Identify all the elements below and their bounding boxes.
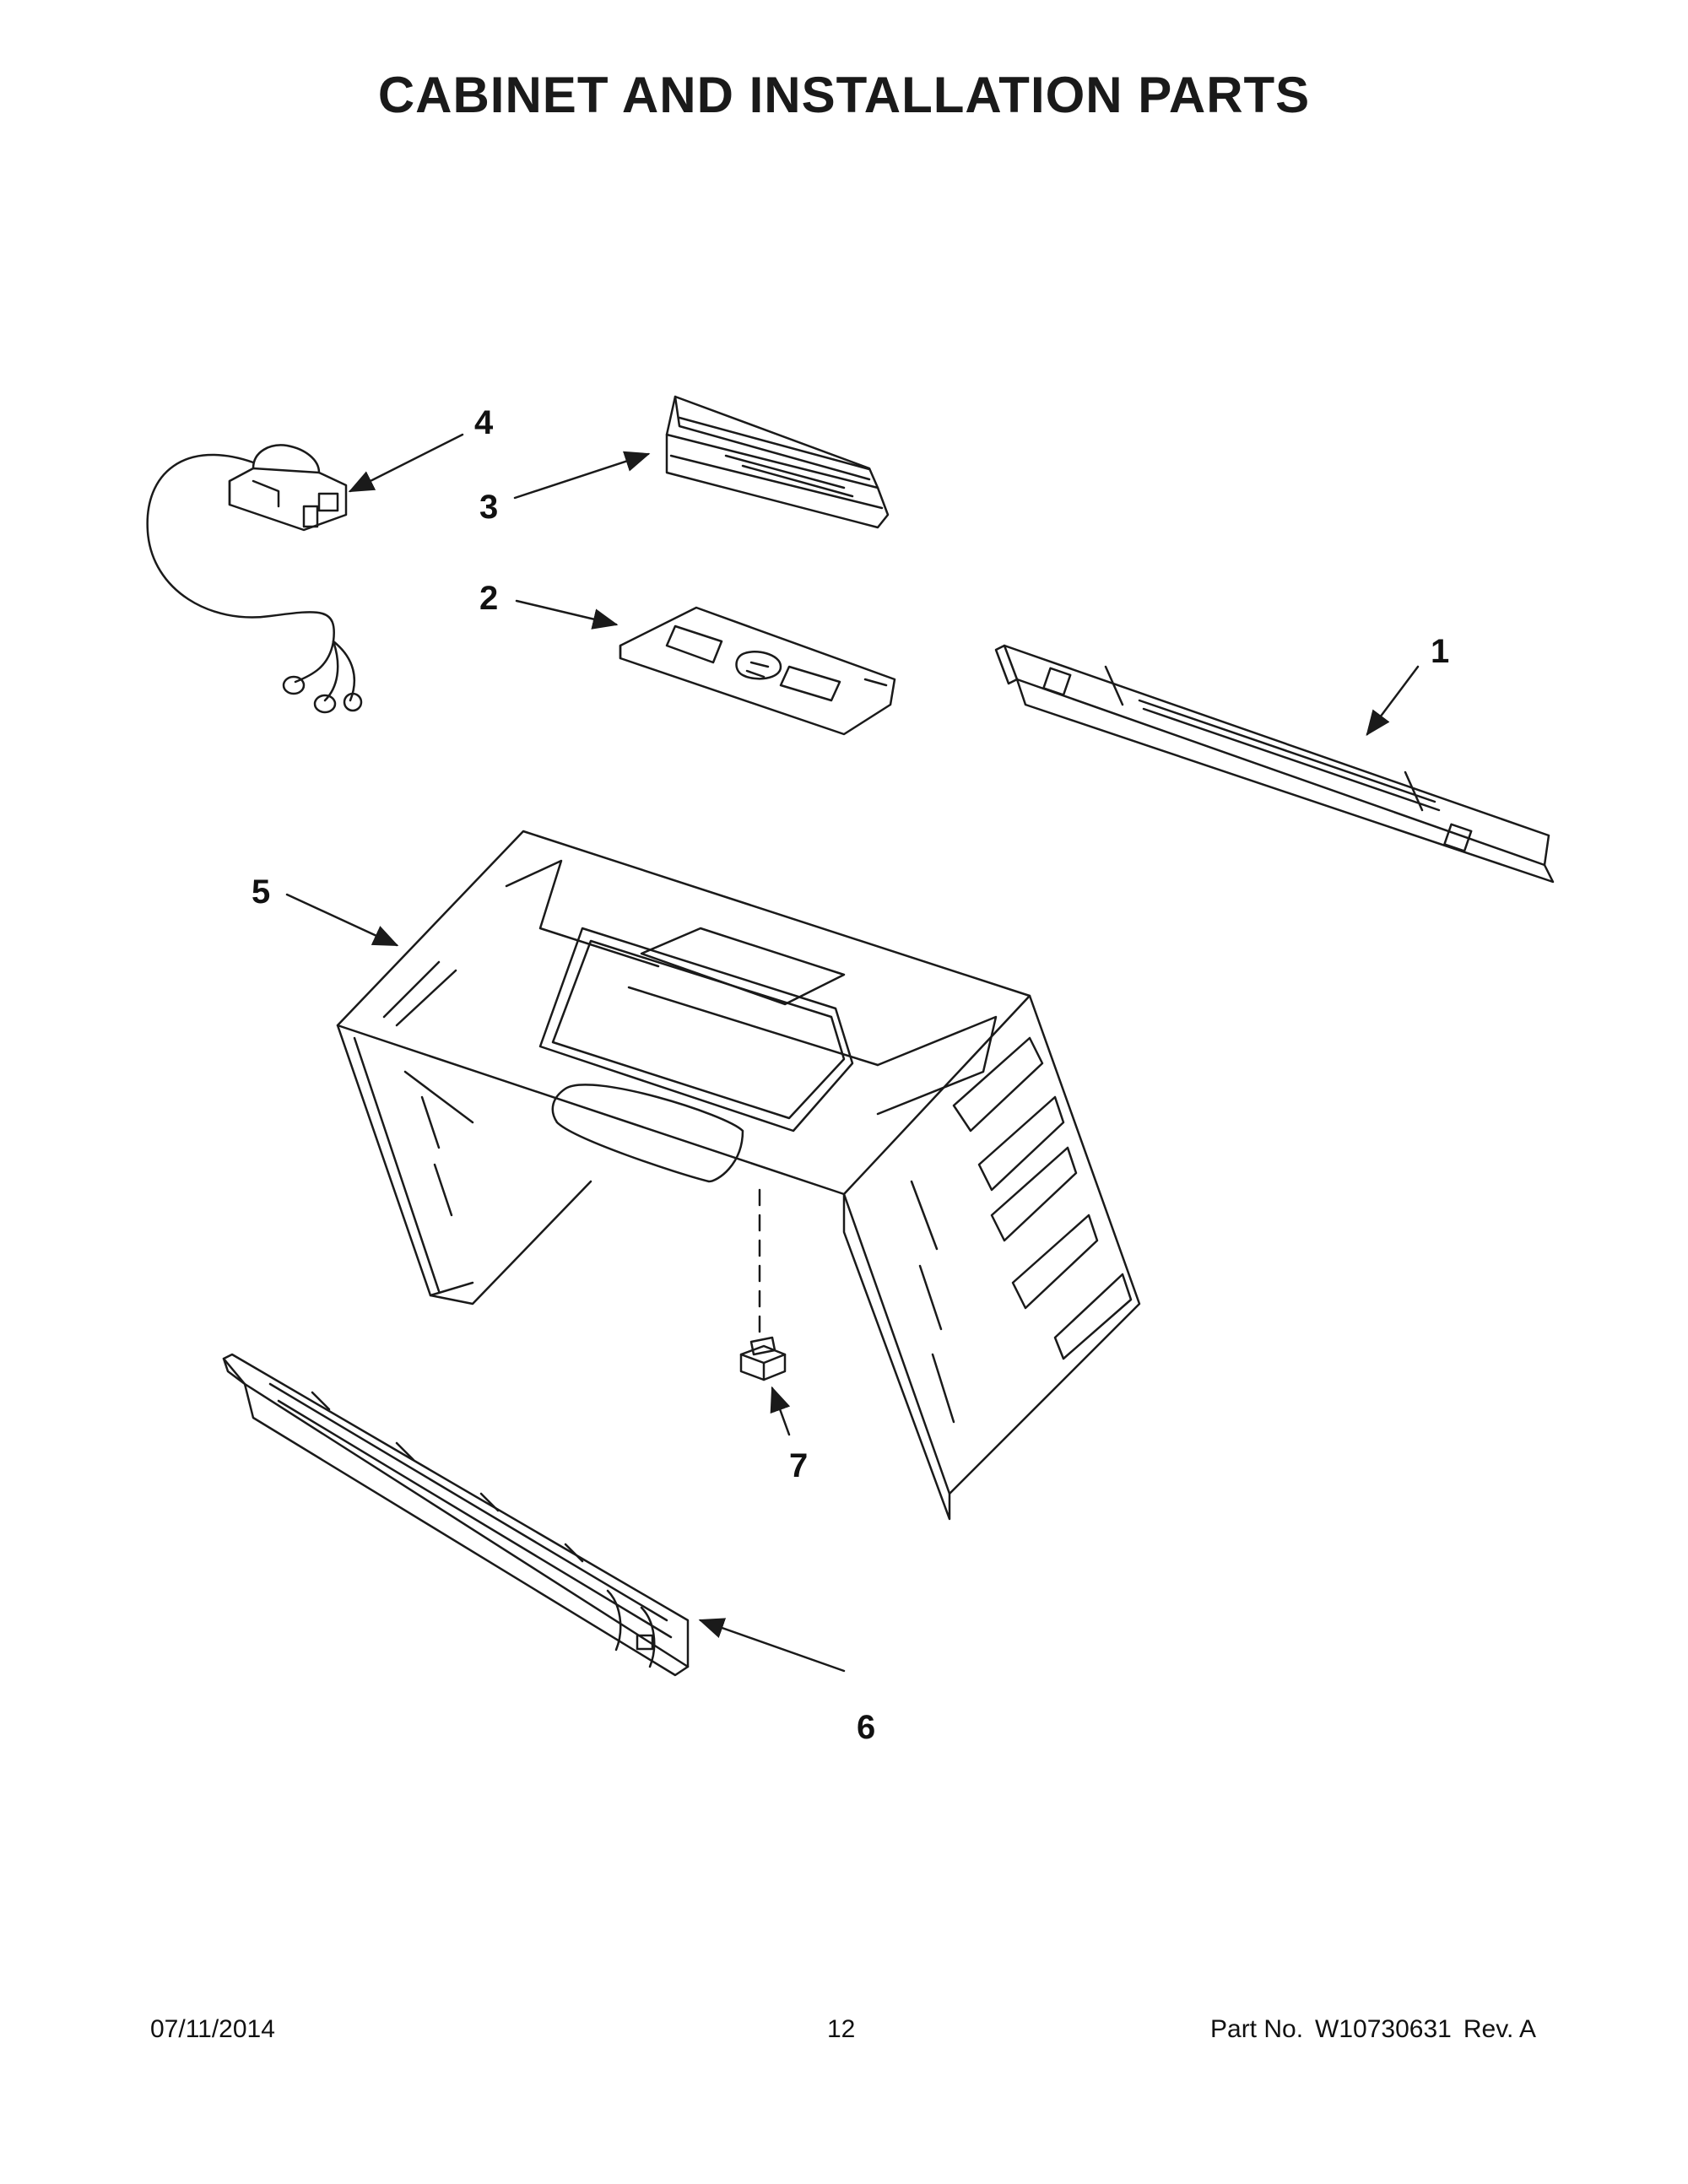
part-2-mounting-plate [619, 606, 896, 736]
part-1-mounting-rail [994, 644, 1555, 884]
callout-6: 6 [857, 1709, 875, 1746]
footer-date: 07/11/2014 [150, 2015, 275, 2043]
part-4-wire-harness [146, 444, 363, 714]
part-7-fastener [739, 1188, 787, 1381]
revision: Rev. A [1463, 2015, 1536, 2043]
callout-4: 4 [474, 404, 494, 441]
callout-2: 2 [479, 580, 498, 617]
part-6-vent-cover [222, 1353, 690, 1677]
callout-1: 1 [1431, 633, 1449, 670]
page-title: CABINET AND INSTALLATION PARTS [377, 67, 1311, 123]
footer-part-number: Part No. W10730631 Rev. A [1198, 2015, 1536, 2044]
part-label: Part No. [1210, 2015, 1304, 2043]
part-3-vent-bracket [665, 395, 890, 529]
part-5-cabinet-frame [336, 830, 1141, 1521]
callout-3: 3 [479, 489, 498, 526]
callout-5: 5 [252, 873, 270, 911]
footer-page-number: 12 [827, 2015, 856, 2043]
part-number: W10730631 [1315, 2015, 1452, 2043]
callout-7: 7 [789, 1447, 808, 1484]
